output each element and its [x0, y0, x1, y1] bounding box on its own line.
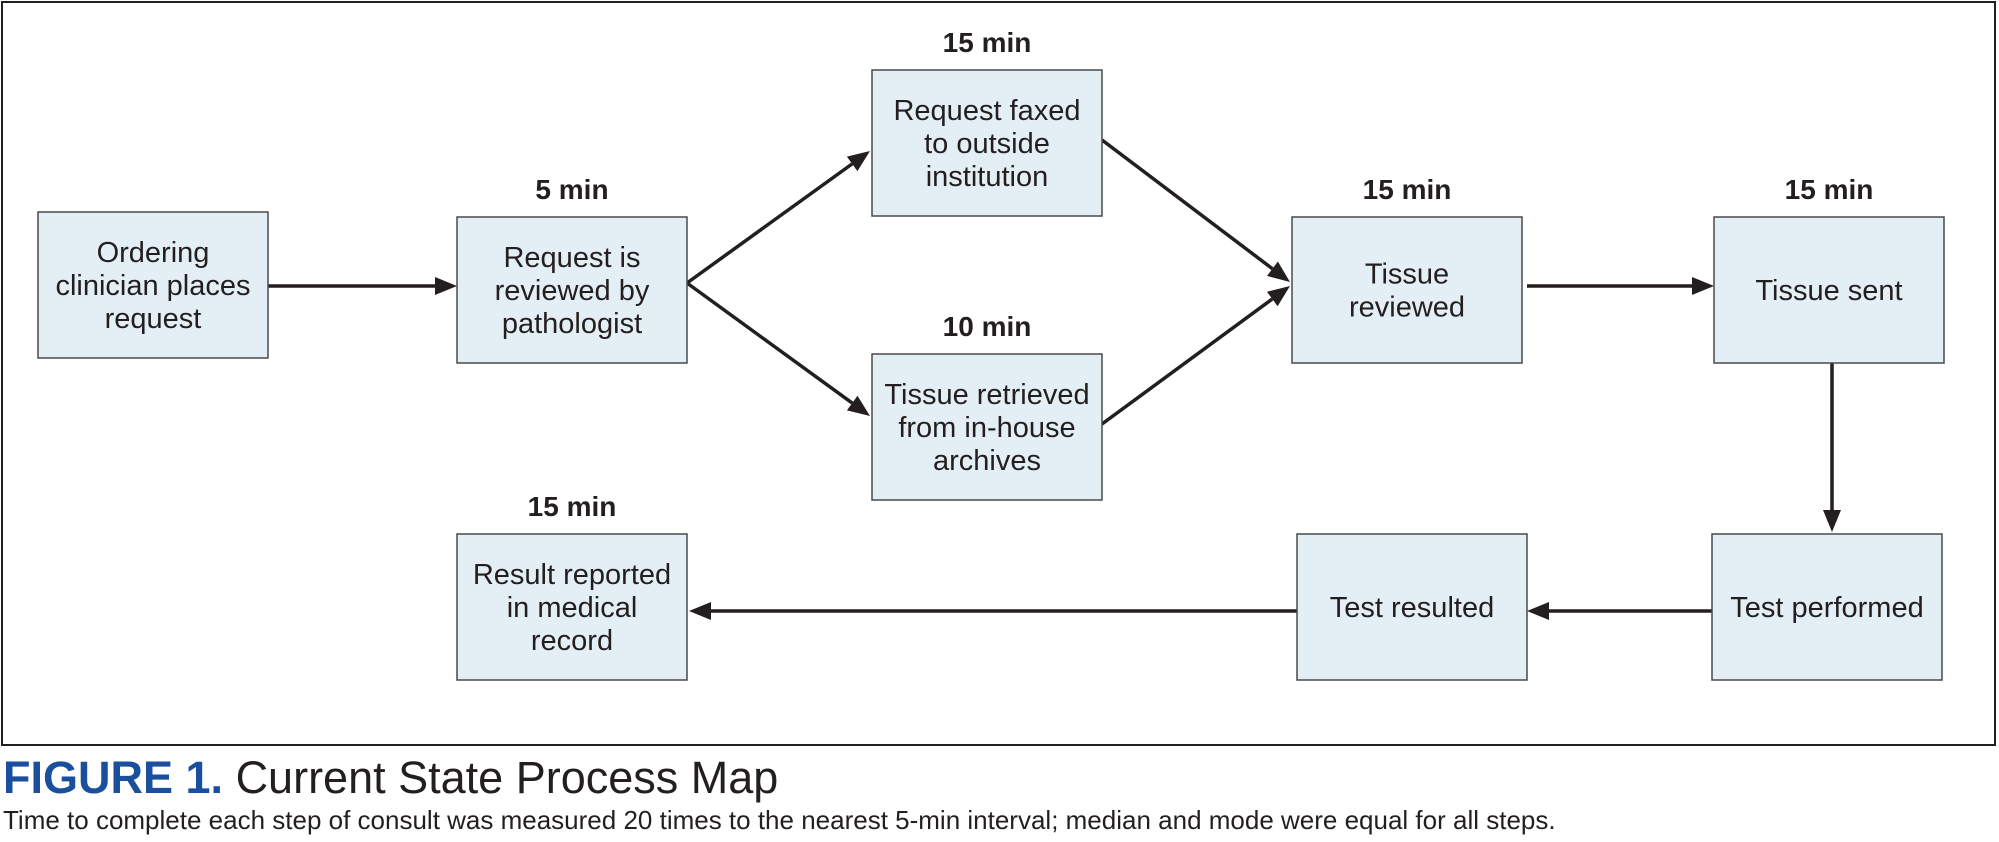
step-duration: 10 min: [943, 311, 1032, 342]
arrowhead-icon: [1823, 510, 1841, 532]
step-label: pathologist: [502, 308, 642, 340]
step-box: [456, 533, 688, 681]
process-step-test-performed: Test performed: [1711, 533, 1943, 681]
arrowhead-icon: [846, 395, 870, 416]
edge-line: [1100, 297, 1274, 426]
edge-test-resulted-to-result-reported: [689, 602, 1297, 620]
process-step-test-resulted: Test resulted: [1296, 533, 1528, 681]
step-box: [1296, 533, 1528, 681]
caption-title-line: FIGURE 1. Current State Process Map: [3, 752, 1556, 804]
figure-title: Current State Process Map: [235, 752, 779, 803]
step-label: institution: [926, 161, 1049, 193]
edge-test-performed-to-test-resulted: [1527, 602, 1712, 620]
step-label: Request is: [503, 242, 640, 274]
step-label: clinician places: [55, 270, 250, 302]
step-duration: 5 min: [535, 174, 608, 205]
step-label: Test resulted: [1330, 592, 1494, 624]
figure-caption: FIGURE 1. Current State Process Map Time…: [3, 752, 1556, 836]
step-label: Test performed: [1730, 592, 1923, 624]
edge-tissue-sent-to-test-performed: [1823, 363, 1841, 532]
step-label: archives: [933, 445, 1041, 477]
step-box: [871, 69, 1103, 217]
edge-reviewed-by-pathologist-to-faxed: [685, 151, 870, 285]
figure-label: FIGURE 1.: [3, 752, 224, 803]
step-label: from in-house: [898, 412, 1075, 444]
step-label: in medical: [507, 592, 638, 624]
step-duration: 15 min: [528, 491, 617, 522]
edge-line: [685, 162, 854, 285]
edge-faxed-to-tissue-reviewed: [1100, 138, 1290, 282]
edges-layer: [268, 138, 1841, 620]
step-box: [1291, 216, 1523, 364]
step-label: to outside: [924, 128, 1050, 160]
step-label: reviewed by: [495, 275, 650, 307]
arrowhead-icon: [1692, 277, 1714, 295]
step-box: [1711, 533, 1943, 681]
edge-tissue-reviewed-to-tissue-sent: [1527, 277, 1714, 295]
step-label: request: [105, 303, 202, 335]
arrowhead-icon: [1527, 602, 1549, 620]
edge-line: [685, 281, 854, 405]
step-label: Tissue sent: [1755, 275, 1902, 307]
step-label: reviewed: [1349, 292, 1465, 324]
step-box: [37, 211, 269, 359]
edge-line: [1100, 138, 1274, 271]
step-label: Ordering: [97, 237, 210, 269]
step-duration: 15 min: [1785, 174, 1874, 205]
step-label: Tissue: [1365, 259, 1449, 291]
edge-ordering-to-reviewed-by-pathologist: [268, 277, 457, 295]
step-label: Result reported: [473, 559, 671, 591]
diagram-frame: [1, 1, 1996, 746]
step-duration: 15 min: [943, 27, 1032, 58]
step-label: record: [531, 625, 613, 657]
step-label: Request faxed: [893, 95, 1080, 127]
step-duration: 15 min: [1363, 174, 1452, 205]
step-box: [456, 216, 688, 364]
edge-reviewed-by-pathologist-to-retrieved: [685, 281, 870, 416]
arrowhead-icon: [1266, 286, 1290, 307]
arrowhead-icon: [846, 151, 870, 172]
figure-note: Time to complete each step of consult wa…: [3, 805, 1556, 835]
arrowhead-icon: [435, 277, 457, 295]
arrowhead-icon: [1267, 261, 1290, 282]
edge-retrieved-to-tissue-reviewed: [1100, 286, 1290, 426]
step-label: Tissue retrieved: [884, 379, 1089, 411]
step-box: [1713, 216, 1945, 364]
step-box: [871, 353, 1103, 501]
arrowhead-icon: [689, 602, 711, 620]
process-step-tissue-sent: Tissue sent 15 min: [1713, 174, 1945, 364]
